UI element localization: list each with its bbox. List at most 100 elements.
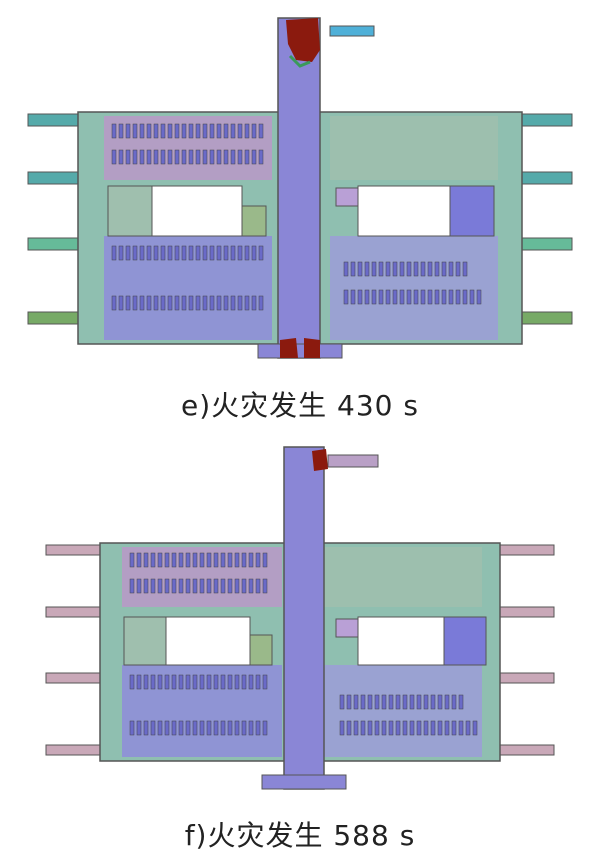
bench — [402, 694, 408, 710]
bench — [458, 720, 464, 736]
bench — [416, 694, 422, 710]
bench — [378, 261, 384, 277]
bench — [146, 245, 152, 261]
void-right-e — [357, 185, 451, 237]
bench — [216, 149, 222, 165]
bench — [216, 245, 222, 261]
floor-plan-panel-f — [0, 435, 600, 805]
bench — [188, 245, 194, 261]
bench — [223, 295, 229, 311]
bottom-cross-f — [261, 774, 347, 790]
bench — [455, 289, 461, 305]
bench — [251, 149, 257, 165]
bench — [174, 295, 180, 311]
bench — [195, 149, 201, 165]
bench — [164, 552, 170, 568]
bench — [111, 295, 117, 311]
bench — [364, 261, 370, 277]
bench — [455, 261, 461, 277]
bench — [146, 123, 152, 139]
bench — [360, 720, 366, 736]
bench — [185, 552, 191, 568]
bench — [185, 578, 191, 594]
bench — [213, 578, 219, 594]
floor-plan-e — [27, 17, 573, 359]
arm-right-4 — [519, 311, 573, 325]
bench — [136, 578, 142, 594]
bench — [434, 289, 440, 305]
bench — [136, 674, 142, 690]
bench — [346, 694, 352, 710]
bench — [150, 720, 156, 736]
arm-left-1 — [45, 544, 103, 556]
bench — [181, 149, 187, 165]
bench — [234, 674, 240, 690]
bench — [209, 245, 215, 261]
bench — [357, 261, 363, 277]
bench — [185, 674, 191, 690]
bench — [244, 295, 250, 311]
bench — [262, 578, 268, 594]
bench — [444, 720, 450, 736]
bench — [462, 261, 468, 277]
bench — [343, 261, 349, 277]
bench — [237, 149, 243, 165]
bench — [129, 552, 135, 568]
smoke-bottom-right-e — [304, 338, 320, 358]
bench — [248, 674, 254, 690]
bench — [406, 261, 412, 277]
bench — [353, 694, 359, 710]
bench — [406, 289, 412, 305]
bench — [160, 123, 166, 139]
bench — [367, 694, 373, 710]
bench — [160, 295, 166, 311]
bench — [360, 694, 366, 710]
bench — [230, 295, 236, 311]
bench — [167, 123, 173, 139]
bench — [206, 578, 212, 594]
bench — [220, 720, 226, 736]
bench — [258, 149, 264, 165]
bench — [132, 123, 138, 139]
bench — [199, 552, 205, 568]
bench — [157, 674, 163, 690]
bench — [385, 261, 391, 277]
bench — [139, 149, 145, 165]
bench — [125, 295, 131, 311]
bench — [164, 674, 170, 690]
bench — [136, 720, 142, 736]
bench — [181, 123, 187, 139]
bench — [129, 720, 135, 736]
arm-left-3 — [27, 237, 81, 251]
bench — [469, 289, 475, 305]
bench — [185, 720, 191, 736]
top-arm-f — [327, 454, 379, 468]
bench — [171, 720, 177, 736]
bench — [195, 123, 201, 139]
bench — [157, 578, 163, 594]
bench — [388, 694, 394, 710]
bench — [139, 295, 145, 311]
void-left-f — [165, 616, 251, 666]
bench — [423, 720, 429, 736]
bench — [374, 694, 380, 710]
bench — [234, 578, 240, 594]
bench — [402, 720, 408, 736]
zone-purple-lower-e — [104, 236, 272, 340]
bench — [437, 720, 443, 736]
bench — [385, 289, 391, 305]
bench — [343, 289, 349, 305]
room-left-f — [123, 616, 167, 666]
bench — [125, 123, 131, 139]
bench — [244, 149, 250, 165]
bench — [441, 261, 447, 277]
bench — [430, 720, 436, 736]
bench — [234, 552, 240, 568]
bench — [143, 578, 149, 594]
room-left-e — [107, 185, 153, 237]
bench — [395, 720, 401, 736]
bench — [143, 674, 149, 690]
bench — [181, 245, 187, 261]
bench — [248, 720, 254, 736]
bench — [392, 261, 398, 277]
